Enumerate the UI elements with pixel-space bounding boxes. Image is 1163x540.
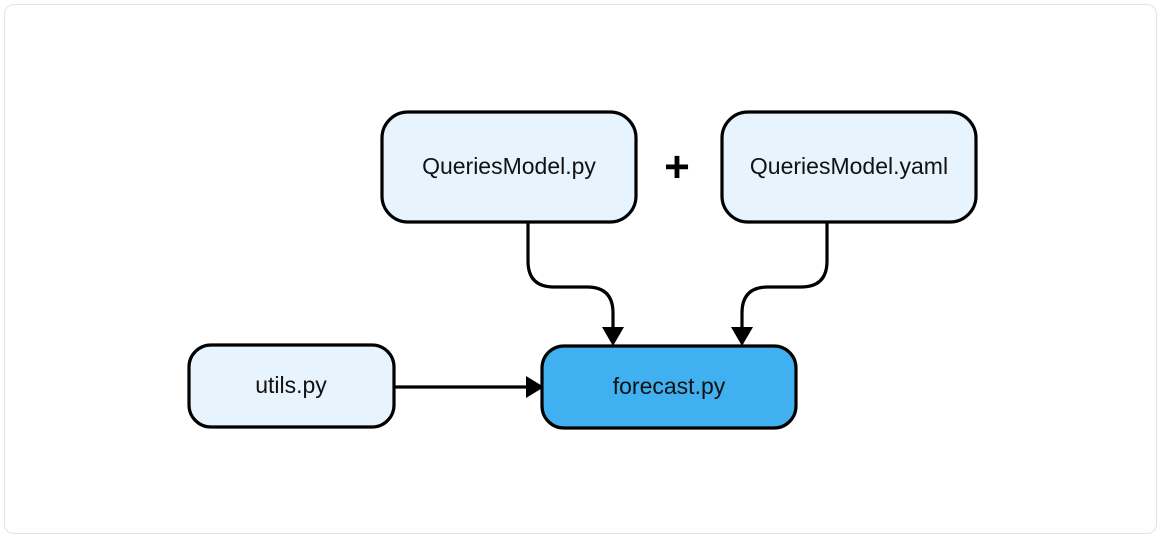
- diagram-canvas: QueriesModel.py QueriesModel.yaml + util…: [4, 4, 1157, 534]
- edge-path-queriesmodelpy: [526, 218, 615, 328]
- node-shape-utils-py[interactable]: [187, 343, 396, 429]
- arrow-head-utils: [526, 376, 544, 398]
- node-utils-py[interactable]: utils.py: [187, 343, 396, 429]
- node-shape-queries-model-yaml[interactable]: [720, 110, 978, 224]
- node-queries-model-py[interactable]: QueriesModel.py: [380, 110, 638, 224]
- diagram-svg: QueriesModel.py QueriesModel.yaml + util…: [187, 110, 978, 430]
- node-label-utils-py: utils.py: [255, 372, 327, 398]
- node-queries-model-yaml[interactable]: QueriesModel.yaml: [720, 110, 978, 224]
- node-label-forecast-py: forecast.py: [613, 373, 726, 399]
- edge-utils-to-forecast: [394, 376, 544, 398]
- edge-queriesmodelpy-to-forecast: [526, 218, 624, 346]
- plus-operator-glyph: +: [664, 143, 690, 192]
- edge-path-queriesmodelyaml: [740, 218, 829, 328]
- node-shape-forecast-py[interactable]: [540, 344, 798, 430]
- arrow-head-queriesmodelpy: [602, 327, 624, 346]
- node-label-queries-model-yaml: QueriesModel.yaml: [750, 153, 948, 179]
- edge-queriesmodelyaml-to-forecast: [731, 218, 829, 346]
- node-label-queries-model-py: QueriesModel.py: [422, 153, 596, 179]
- arrow-head-queriesmodelyaml: [731, 327, 753, 346]
- node-forecast-py[interactable]: forecast.py: [540, 344, 798, 430]
- node-shape-queries-model-py[interactable]: [380, 110, 638, 224]
